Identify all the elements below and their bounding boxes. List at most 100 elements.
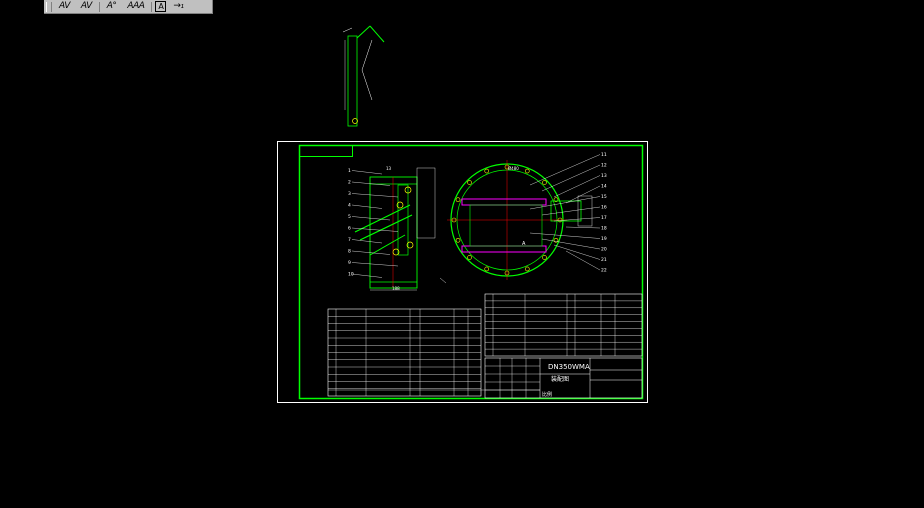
bolt-circle [392, 248, 400, 256]
leader-line [529, 196, 601, 210]
drawing-subtitle: 装配图 [551, 375, 569, 383]
callout-number: 20 [601, 247, 607, 253]
dimension-frame [577, 195, 593, 227]
callout-number: 14 [601, 184, 607, 190]
text-rotate-button[interactable]: A° [106, 1, 117, 11]
bolt-hole [542, 255, 547, 260]
assembly-side-view: 1 2 3 4 5 6 7 8 9 10 13 [348, 166, 447, 291]
leader-line [439, 277, 447, 284]
detail-pin [352, 118, 358, 124]
text-style-button[interactable]: AV [59, 1, 70, 11]
detail-sketch [342, 25, 385, 127]
leader-line [361, 39, 373, 71]
leader-line [553, 244, 601, 260]
leader-line [553, 217, 601, 222]
shaft [397, 184, 409, 256]
callout-number: 1 [348, 168, 351, 174]
callout-number: 3 [348, 191, 351, 197]
callout-number: 22 [601, 268, 607, 274]
leader-line [351, 216, 391, 221]
callout-number: 13 [386, 166, 392, 171]
leader-line [351, 250, 391, 255]
bolt-hole [467, 180, 472, 185]
toolbar-grip[interactable] [46, 1, 52, 12]
sheet-frame [277, 141, 648, 403]
leader-line [565, 250, 601, 271]
bolt-hole [524, 168, 530, 174]
callout-number: 6 [348, 226, 351, 232]
callout-number: 10 [348, 272, 354, 278]
text-border-button[interactable]: A [155, 1, 167, 12]
valve-disc [469, 204, 543, 247]
vane-upper [461, 198, 547, 206]
bolt-hole [467, 255, 472, 260]
callout-number: 9 [348, 260, 351, 266]
leader-line [351, 170, 383, 175]
leader-line [529, 232, 601, 239]
callout-number: 4 [348, 203, 351, 209]
bolt-circle [406, 241, 414, 249]
scale-note: 比例 [542, 391, 552, 398]
bolt-circle [404, 186, 412, 194]
leader-line [351, 193, 399, 198]
callout-number: 18 [601, 226, 607, 232]
bolt-hole [484, 168, 490, 174]
leader-line [541, 164, 601, 192]
corner-tag [299, 145, 353, 157]
bolt-hole [524, 266, 530, 272]
bolt-hole [484, 266, 490, 272]
leader-line [565, 226, 601, 229]
dimension-frame [416, 167, 436, 239]
leader-line [351, 181, 391, 186]
callout-number: 19 [601, 236, 607, 242]
callout-number: 5 [348, 214, 351, 220]
bolt-hole [553, 197, 559, 203]
bottom-dimension: 188 [392, 286, 400, 291]
leader-line [351, 204, 383, 209]
bolt-hole [455, 237, 461, 243]
callout-number: 17 [601, 215, 607, 221]
leader-line [541, 238, 601, 250]
toolbar-separator [98, 1, 100, 12]
leader-line [553, 175, 601, 198]
leader-line [361, 69, 373, 101]
leader-line [351, 239, 383, 244]
leader-line [541, 206, 601, 216]
detail-arm [369, 25, 385, 43]
callout-number: 7 [348, 237, 351, 243]
callout-number: 8 [348, 249, 351, 255]
actuator-box [550, 200, 582, 222]
leader-line [351, 262, 399, 267]
callout-number: 15 [601, 194, 607, 200]
bolt-circle [396, 201, 404, 209]
linkage [354, 204, 411, 233]
leader-line [529, 154, 601, 186]
callout-number: 12 [601, 163, 607, 169]
text-align-button[interactable]: →₁ [173, 1, 184, 11]
callout-number: 16 [601, 205, 607, 211]
bolt-hole [553, 237, 559, 243]
leader-line [351, 273, 383, 278]
bolt-hole [455, 197, 461, 203]
text-scale-button[interactable]: AAA [127, 1, 145, 11]
callout-number: 21 [601, 257, 607, 263]
parts-table-right [484, 293, 643, 357]
title-block-frame [484, 357, 643, 399]
callout-number: 11 [601, 152, 607, 158]
callout-number: 2 [348, 180, 351, 186]
leader-line [565, 185, 601, 204]
title-block: DN350WMA 装配图 比例 [542, 363, 590, 398]
detail-arm [356, 25, 371, 39]
leader-line [351, 227, 399, 232]
toolbar-separator [151, 1, 153, 12]
text-format-toolbar: AV AV A° AAA A →₁ [44, 0, 213, 14]
bolt-hole [542, 180, 547, 185]
callout-number: 13 [601, 173, 607, 179]
text-edit-button[interactable]: AV [80, 1, 92, 11]
pitch-dimension: Ø480 [508, 166, 519, 171]
linkage [369, 234, 406, 256]
vane-lower [461, 245, 547, 253]
sheet-border [298, 144, 644, 400]
